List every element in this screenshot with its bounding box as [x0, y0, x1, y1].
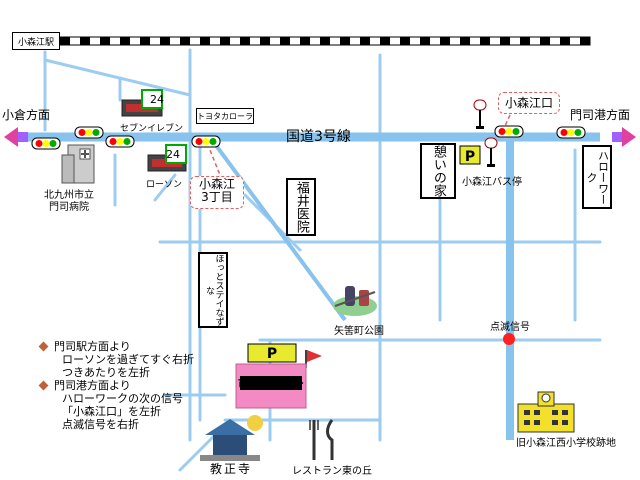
toyota-label: トヨタカローラ [196, 108, 254, 124]
parking-icon [247, 343, 297, 363]
seven-eleven-store-icon [121, 89, 163, 117]
fukui-hospital-name: 福井医院 [293, 181, 309, 233]
direction-left-label: 小倉方面 [2, 108, 51, 122]
convenience-24-label: 24 [150, 93, 164, 106]
right-arrow-icon [622, 127, 636, 147]
ikoi-no-ie-name: 憩いの家 [430, 145, 446, 197]
temple-label: 教正寺 [210, 462, 253, 476]
note-line: つきあたりを左折 [62, 366, 150, 379]
restaurant-icon [309, 419, 334, 460]
traffic-light-icon [74, 126, 104, 139]
blinking-signal-icon [503, 333, 515, 345]
direction-arrows [4, 127, 636, 147]
note-from-mojiko: 門司港方面より ハローワークの次の信号 「小森江口」を左折 点滅信号を右折 [38, 379, 194, 431]
traffic-light-icon [494, 125, 524, 138]
bus-stop-label: 小森江バス停 [462, 177, 522, 188]
civic-center: P 市民センター [235, 343, 322, 409]
note-from-moji-station: 門司駅方面より ローソンを過ぎてすぐ右折 つきあたりを左折 [38, 340, 194, 379]
hello-work-label: ハローワーク [582, 145, 612, 209]
lawson-label: ローソン [146, 180, 183, 190]
lawson-store-icon [147, 144, 187, 172]
note-line: 門司港方面より [54, 379, 131, 392]
ikoi-no-ie-label: 憩いの家 [420, 143, 456, 199]
flag-icon [307, 350, 322, 362]
traffic-light-icon [191, 135, 221, 148]
school-icon [517, 391, 575, 433]
parking-icon: P [459, 145, 481, 165]
park-icon [333, 286, 377, 316]
note-line: ハローワークの次の信号 [62, 392, 183, 405]
diamond-bullet-icon [38, 380, 49, 391]
blinking-signal-label: 点滅信号 [490, 322, 530, 333]
park-label: 矢筈町公園 [334, 326, 384, 337]
station-label: 小森江駅 [12, 32, 60, 50]
hospital-label: 北九州市立 門司病院 [44, 190, 94, 213]
komorie-guchi-callout: 小森江口 [498, 92, 560, 114]
traffic-light-icon [105, 135, 135, 148]
station-name: 小森江駅 [17, 37, 54, 48]
note-line: 門司駅方面より [54, 340, 131, 353]
traffic-light-icon [556, 126, 586, 139]
direction-right-label: 門司港方面 [570, 108, 631, 122]
temple-icon [200, 415, 263, 461]
convenience-24-label: 24 [166, 148, 180, 161]
note-line: ローソンを過ぎてすぐ右折 [62, 353, 194, 366]
diamond-bullet-icon [38, 341, 49, 352]
fukui-hospital-label: 福井医院 [286, 178, 316, 236]
hello-work-name: ハローワーク [585, 149, 610, 205]
seven-eleven-label: セブンイレブン [120, 124, 184, 134]
bus-stop-icon [484, 137, 498, 167]
note-line: 「小森江口」を左折 [62, 405, 161, 418]
civic-center-label: 市民センター [238, 376, 304, 390]
railway [59, 36, 591, 46]
directions-notes: 門司駅方面より ローソンを過ぎてすぐ右折 つきあたりを左折 門司港方面より ハロ… [38, 340, 194, 431]
komorie-3chome-callout: 小森江 3丁目 [190, 176, 244, 209]
traffic-signals [31, 125, 586, 150]
diagonal-road [210, 138, 347, 322]
hospital-icon [61, 144, 95, 184]
bus-stop-icon [473, 99, 487, 129]
svg-text:P: P [267, 346, 277, 362]
note-line: 点滅信号を右折 [62, 418, 139, 431]
svg-text:P: P [465, 149, 475, 165]
toyota-name: トヨタカローラ [197, 111, 253, 121]
school-site-label: 旧小森江西小学校跡地 [516, 438, 616, 449]
left-arrow-icon [4, 127, 18, 147]
hotto-stay-label: ほっとステイなずな [198, 252, 228, 328]
restaurant-label: レストラン東の丘 [292, 466, 372, 477]
hotto-stay-name: ほっとステイなずな [204, 254, 224, 326]
route-label: 国道3号線 [286, 129, 351, 145]
traffic-light-icon [31, 137, 61, 150]
